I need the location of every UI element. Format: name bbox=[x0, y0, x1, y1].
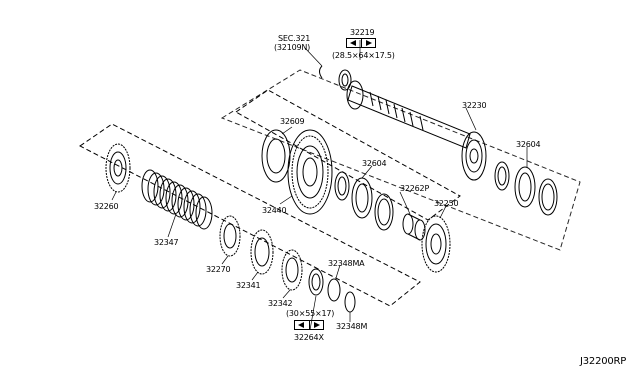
right-group-frame bbox=[220, 69, 581, 251]
clutch-plates-32347 bbox=[141, 169, 213, 230]
label-32260[interactable]: 32260 bbox=[94, 202, 119, 211]
snap-ring-32348ma bbox=[327, 278, 341, 302]
synchro-32604-center bbox=[334, 171, 394, 231]
icon-box-32264x bbox=[294, 320, 324, 330]
label-32348m[interactable]: 32348M bbox=[336, 322, 368, 331]
label-32264x[interactable]: 32264X bbox=[294, 333, 324, 342]
gear-32342 bbox=[281, 249, 303, 291]
triangle-right-icon bbox=[310, 321, 324, 329]
label-32219[interactable]: 32219 bbox=[350, 28, 375, 37]
label-32604-center[interactable]: 32604 bbox=[362, 159, 387, 168]
triangle-left-icon bbox=[347, 39, 362, 47]
left-group-frame bbox=[79, 123, 421, 307]
gear-32270 bbox=[219, 215, 241, 257]
gear-32250 bbox=[421, 215, 451, 273]
label-32230[interactable]: 32230 bbox=[462, 101, 487, 110]
label-32270[interactable]: 32270 bbox=[206, 265, 231, 274]
synchro-32604-right bbox=[494, 161, 558, 216]
mainshaft-32230 bbox=[346, 80, 487, 181]
bearing-32264x bbox=[308, 268, 324, 296]
gear-32440 bbox=[261, 129, 333, 215]
triangle-left-icon bbox=[295, 321, 310, 329]
label-32342[interactable]: 32342 bbox=[268, 299, 293, 308]
label-32250[interactable]: 32250 bbox=[434, 199, 459, 208]
label-32440[interactable]: 32440 bbox=[262, 206, 287, 215]
bushing-32262p bbox=[402, 213, 426, 241]
bearing-32219 bbox=[338, 69, 352, 91]
label-32348ma[interactable]: 32348MA bbox=[328, 259, 365, 268]
snap-ring-32348m bbox=[344, 291, 356, 313]
icon-box-32219 bbox=[346, 38, 376, 48]
label-32341[interactable]: 32341 bbox=[236, 281, 261, 290]
label-32347[interactable]: 32347 bbox=[154, 238, 179, 247]
label-32604-right[interactable]: 32604 bbox=[516, 140, 541, 149]
gear-32341 bbox=[250, 229, 274, 275]
label-sec-ref: (32109N) bbox=[274, 43, 311, 52]
label-sec-321: SEC.321 bbox=[278, 34, 311, 43]
center-group-frame bbox=[235, 89, 461, 221]
label-32264x-dimensions: (30×55×17) bbox=[286, 309, 335, 318]
label-32262p[interactable]: 32262P bbox=[400, 184, 430, 193]
label-32609[interactable]: 32609 bbox=[280, 117, 305, 126]
gear-32260 bbox=[105, 143, 131, 193]
label-32219-dimensions: (28.5×64×17.5) bbox=[332, 51, 395, 60]
triangle-right-icon bbox=[362, 39, 376, 47]
diagram-reference-code: J32200RP bbox=[580, 356, 627, 367]
